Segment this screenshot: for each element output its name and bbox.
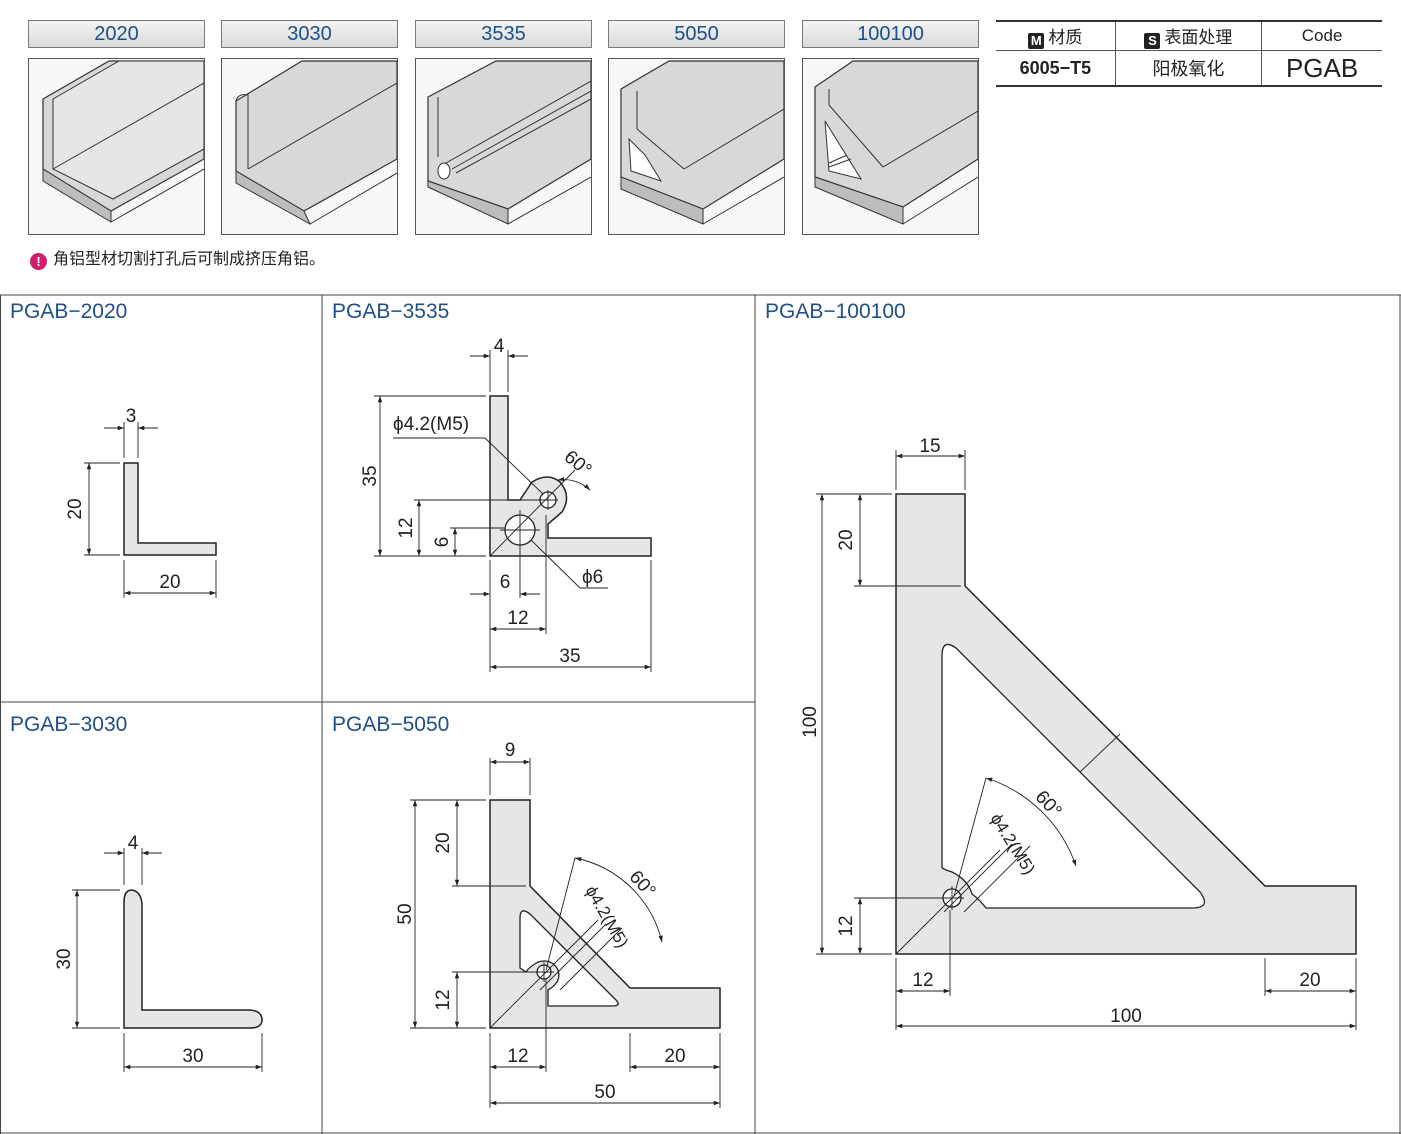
dim-3535-hole-small: ϕ4.2(M5) (393, 414, 469, 435)
dim-100100-20h: 20 (1299, 970, 1320, 991)
dim-2020-width: 20 (159, 572, 180, 593)
dim-5050-20v: 20 (433, 832, 454, 853)
tab-3535[interactable]: 3535 (415, 20, 592, 48)
thumbnail-100100 (802, 58, 979, 235)
dim-3535-12h: 12 (507, 608, 528, 629)
dim-100100-width: 100 (1110, 1006, 1142, 1027)
panel-title-100100: PGAB−100100 (765, 300, 906, 323)
dim-3535-angle: 60° (560, 447, 596, 482)
panel-title-5050: PGAB−5050 (332, 713, 450, 736)
panel-title-3030: PGAB−3030 (10, 713, 128, 736)
profile-3030 (123, 889, 263, 1029)
dim-3535-6v: 6 (432, 537, 453, 548)
note: ! 角铝型材切割打孔后可制成挤压角铝。 (30, 245, 325, 270)
surface-value: 阳极氧化 (1114, 50, 1262, 87)
dim-3030-thickness: 4 (128, 833, 139, 854)
dim-100100-12v: 12 (836, 915, 857, 936)
note-text: 角铝型材切割打孔后可制成挤压角铝。 (53, 251, 326, 268)
thumbnail-3535 (415, 58, 592, 235)
dim-3535-6h: 6 (500, 572, 511, 593)
tab-100100[interactable]: 100100 (802, 20, 979, 48)
dim-5050-angle: 60° (625, 867, 660, 902)
drawing-100100: 15 20 100 12 ϕ4.2(M5) 60° 12 20 100 (800, 436, 1357, 1030)
tab-2020[interactable]: 2020 (28, 20, 205, 48)
dim-3535-12v: 12 (396, 517, 417, 538)
material-badge: M (1028, 33, 1045, 49)
dim-3535-width: 35 (559, 646, 580, 667)
dim-3030-height: 30 (54, 948, 75, 969)
surface-badge: S (1144, 33, 1161, 49)
dim-5050-width: 50 (594, 1082, 615, 1103)
dim-3535-hole-big: ϕ6 (582, 567, 603, 588)
dim-5050-top: 9 (505, 740, 516, 761)
thumbnail-3030 (221, 58, 398, 235)
info-pin-icon: ! (30, 253, 47, 270)
code-header: Code (1261, 20, 1382, 51)
dim-100100-20v: 20 (836, 529, 857, 550)
dim-100100-12h: 12 (912, 970, 933, 991)
dim-2020-thickness: 3 (126, 406, 137, 427)
panel-title-3535: PGAB−3535 (332, 300, 450, 323)
tab-5050[interactable]: 5050 (608, 20, 785, 48)
dim-5050-12h: 12 (507, 1046, 528, 1067)
profile-2020 (123, 462, 217, 556)
cutout-5050 (519, 910, 619, 1007)
drawing-3030: 4 30 30 (54, 833, 263, 1072)
dim-5050-12v: 12 (433, 989, 454, 1010)
dim-100100-top: 15 (919, 436, 940, 457)
thumbnail-5050 (608, 58, 785, 235)
drawing-3535: 4 ϕ4.2(M5) 60° 35 12 6 ϕ6 6 12 35 (360, 336, 652, 672)
panel-title-2020: PGAB−2020 (10, 300, 128, 323)
code-value: PGAB (1261, 50, 1382, 87)
thumbnail-2020 (28, 58, 205, 235)
drawing-5050: 9 20 50 12 ϕ4.2(M5) 60° 12 20 50 (395, 740, 721, 1108)
dim-3030-width: 30 (182, 1046, 203, 1067)
panel-frames (0, 294, 1401, 1134)
material-value: 6005−T5 (996, 50, 1116, 87)
drawing-2020: 3 20 20 (65, 406, 217, 598)
dim-3535-top: 4 (494, 336, 505, 357)
dim-2020-height: 20 (65, 498, 86, 519)
dim-5050-20h: 20 (664, 1046, 685, 1067)
dim-5050-height: 50 (395, 903, 416, 924)
dim-3535-height: 35 (360, 465, 381, 486)
dim-100100-height: 100 (800, 706, 821, 738)
tab-3030[interactable]: 3030 (221, 20, 398, 48)
